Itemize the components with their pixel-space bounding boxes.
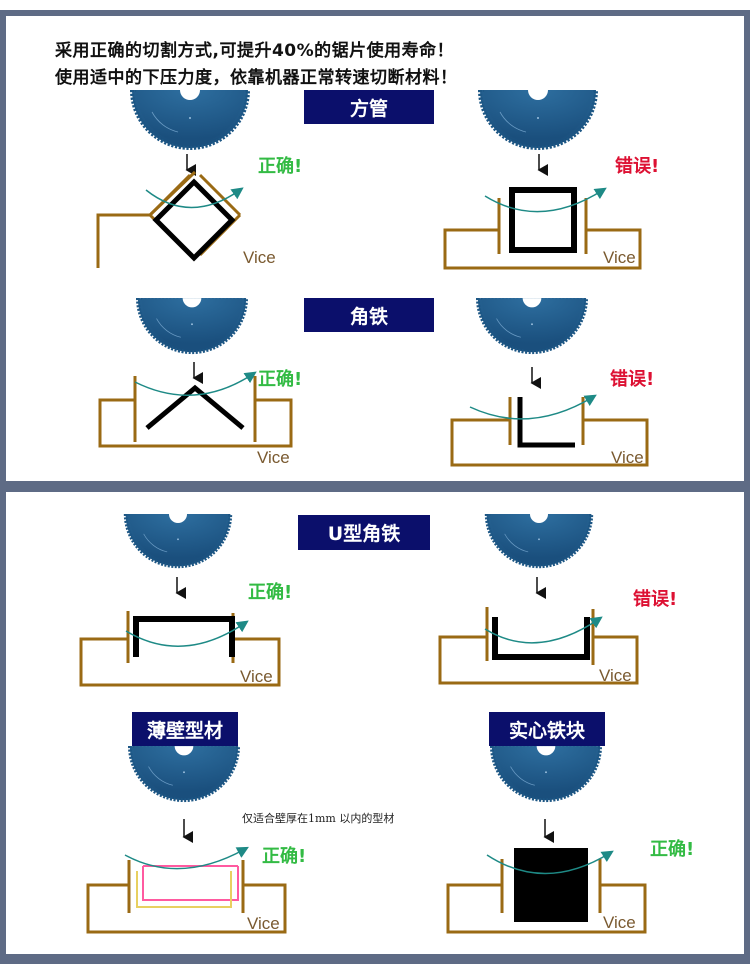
vice-label: Vice	[243, 248, 276, 267]
diagram-u-channel-wrong: Vice	[438, 577, 639, 685]
intro-line-1: 采用正确的切割方式,可提升40%的锯片使用寿命！	[55, 41, 455, 61]
diagram-thin-wall-correct: Vice	[86, 819, 287, 934]
label-angle-iron: 角铁	[304, 298, 434, 332]
diagram-solid-block-correct: Vice	[446, 819, 647, 934]
vice-label: Vice	[247, 914, 280, 933]
saw-blade-icon	[122, 514, 234, 570]
verdict-correct: 正确!	[650, 839, 695, 860]
label-square-tube: 方管	[304, 90, 434, 124]
label-u-channel: U型角铁	[298, 515, 430, 550]
verdict-wrong: 错误!	[610, 369, 655, 390]
saw-blade-icon	[483, 514, 595, 570]
vice-label: Vice	[603, 913, 636, 932]
vice-label: Vice	[257, 448, 290, 467]
label-solid-block: 实心铁块	[489, 712, 605, 746]
saw-blade-icon	[136, 298, 248, 356]
diagram-square-tube-correct: Vice	[96, 154, 276, 268]
vice-label: Vice	[611, 448, 644, 467]
saw-blade-icon	[476, 298, 588, 356]
label-thin-wall: 薄壁型材	[132, 712, 238, 746]
vice-label: Vice	[603, 248, 636, 267]
diagram-angle-iron-wrong: Vice	[450, 367, 649, 467]
verdict-correct: 正确!	[262, 846, 307, 867]
saw-blade-icon	[490, 746, 602, 804]
diagram-u-channel-correct: Vice	[79, 577, 281, 687]
verdict-wrong: 错误!	[615, 156, 660, 177]
saw-blade-icon	[130, 90, 250, 152]
verdict-correct: 正确!	[248, 582, 293, 603]
vice-label: Vice	[599, 666, 632, 685]
saw-blade-icon	[128, 746, 240, 804]
diagram-angle-iron-correct: Vice	[98, 362, 293, 467]
panel-top	[0, 10, 750, 488]
verdict-correct: 正确!	[258, 369, 303, 390]
vice-label: Vice	[240, 667, 273, 686]
diagram-square-tube-wrong: Vice	[443, 154, 642, 270]
verdict-wrong: 错误!	[633, 589, 678, 610]
saw-blade-icon	[478, 90, 598, 152]
verdict-correct: 正确!	[258, 156, 303, 177]
intro-line-2: 使用适中的下压力度，依靠机器正常转速切断材料！	[55, 68, 458, 88]
thin-wall-note: 仅适合壁厚在1mm 以内的型材	[242, 812, 395, 825]
